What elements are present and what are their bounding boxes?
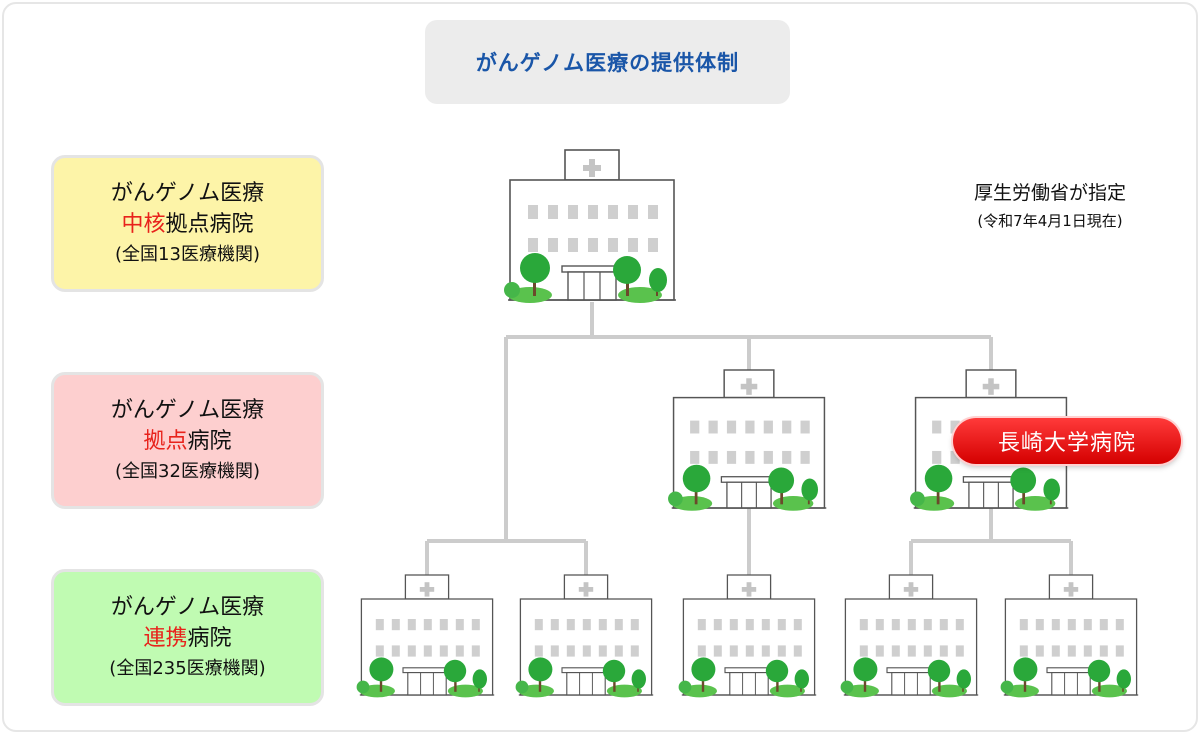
tier-line1: がんゲノム医療 (110, 180, 265, 206)
tier-rest: 拠点病院 (165, 211, 254, 237)
nagasaki-university-hospital-badge: 長崎大学病院 (953, 418, 1181, 464)
diagram-title: がんゲノム医療の提供体制 (425, 20, 790, 104)
hospital-building-icon (840, 574, 979, 698)
hospital-building-icon (678, 574, 817, 698)
hospital-building-icon (668, 369, 828, 511)
tier-count: (全国32医療機関) (115, 460, 260, 482)
tier-count: (全国235医療機関) (109, 657, 266, 679)
designation-note: 厚生労働省が指定 (令和7年4月1日現在) (920, 178, 1180, 234)
tier-highlight: 中核 (121, 211, 166, 237)
designation-date: (令和7年4月1日現在) (977, 212, 1123, 230)
tier-count: (全国13医療機関) (115, 243, 260, 265)
tier-label-cooperating-hospital: がんゲノム医療 連携病院 (全国235医療機関) (51, 569, 324, 706)
tier-label-core-hospital: がんゲノム医療 中核拠点病院 (全国13医療機関) (51, 155, 324, 292)
tier-line2: 拠点病院 (143, 426, 231, 457)
tier-rest: 病院 (187, 625, 232, 651)
designation-line1: 厚生労働省が指定 (973, 182, 1126, 204)
tier-highlight: 連携 (143, 625, 188, 651)
tier-label-base-hospital: がんゲノム医療 拠点病院 (全国32医療機関) (51, 372, 324, 509)
hospital-building-icon (1000, 574, 1139, 698)
hospital-building-icon (515, 574, 654, 698)
hospital-building-icon (356, 574, 495, 698)
tier-line1: がんゲノム医療 (110, 397, 265, 423)
tier-rest: 病院 (187, 428, 232, 454)
tier-line1: がんゲノム医療 (110, 594, 265, 620)
connector-lines (425, 302, 1073, 575)
tier-line2: 連携病院 (143, 623, 231, 654)
tier-highlight: 拠点 (143, 428, 188, 454)
tier-line2: 中核拠点病院 (121, 209, 253, 240)
hospital-building-icon (504, 149, 677, 303)
